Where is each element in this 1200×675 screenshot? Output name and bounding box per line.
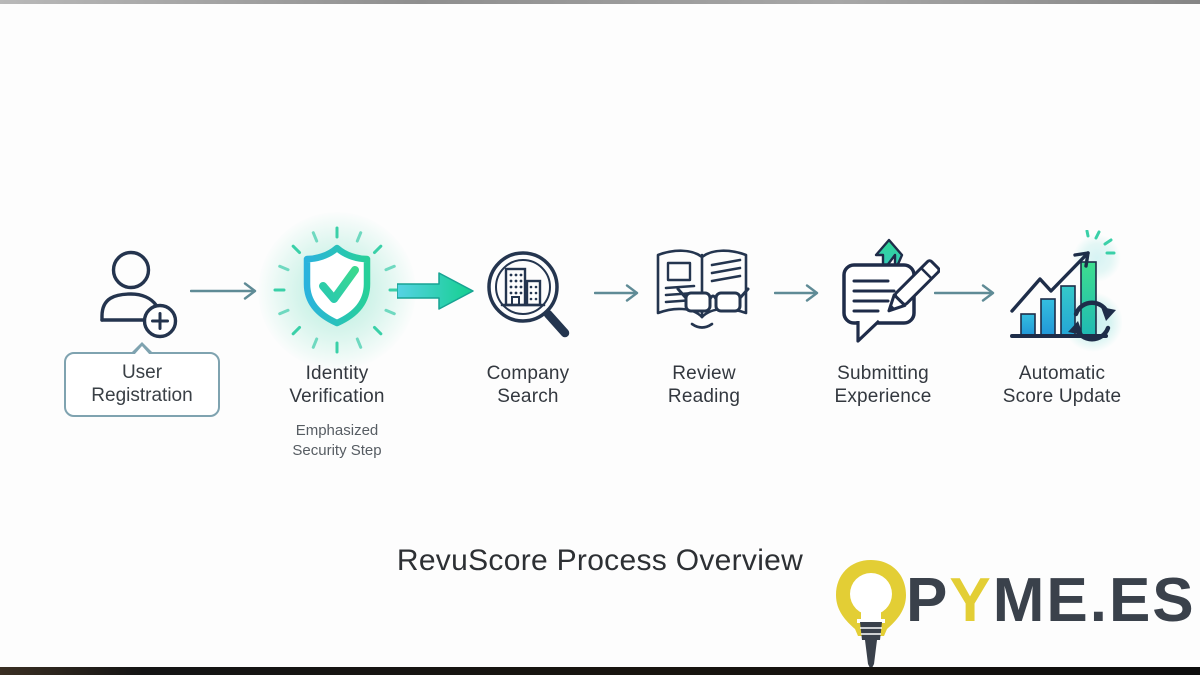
automatic-score-update-label: Automatic Score Update [972,362,1152,408]
step-label-line: Identity [305,363,369,384]
lightbulb-tie-icon [832,558,910,672]
pyme-logo-text: PYME.ES [906,570,1196,632]
connector-arrow-2-emphasized [397,269,475,313]
submitting-experience-label: Submitting Experience [793,362,973,408]
step-label-line: User [121,362,163,383]
diagram-title: RevuScore Process Overview [396,544,804,577]
step-label-line: Company [486,363,570,384]
identity-verification-label: Identity Verification [247,362,427,408]
step-label-line: Submitting [837,363,929,384]
arrow-right-icon [190,282,257,300]
security-step-note: Emphasized Security Step [247,421,427,460]
magnifier-buildings-icon [478,243,578,343]
thick-gradient-arrow-icon [397,272,474,310]
user-registration-callout: User Registration [64,341,220,418]
logo-letter-y: Y [949,566,993,635]
step-label-line: Search [497,386,559,408]
bar-chart-refresh-icon [1004,230,1122,352]
note-line: Emphasized [295,422,379,439]
step-label-line: Review [672,363,736,384]
step-label-line: Automatic [1018,363,1106,384]
connector-arrow-3 [594,284,640,302]
connector-arrow-1 [190,282,258,300]
step-label-line: Registration [91,385,193,407]
note-line: Security Step [292,441,382,459]
review-reading-label: Review Reading [614,362,794,408]
bottom-bar [0,667,1200,675]
user-add-icon [90,246,182,342]
speech-bubble-pencil-icon [830,237,940,347]
shield-check-icon [262,216,412,366]
arrow-right-icon [594,284,639,302]
arrow-right-icon [774,284,819,302]
connector-arrow-4 [774,284,820,302]
step-label-line: Score Update [1002,386,1122,408]
step-label-line: Reading [667,386,741,408]
top-bar [0,0,1200,4]
logo-letter-p: P [906,566,950,635]
step-label-line: Verification [289,386,385,408]
company-search-label: Company Search [438,362,618,408]
open-book-glasses-icon [650,247,754,335]
logo-letters-mees: ME.ES [992,566,1196,635]
step-label-line: Experience [834,386,932,408]
connector-arrow-5 [934,284,996,302]
arrow-right-icon [934,284,995,302]
